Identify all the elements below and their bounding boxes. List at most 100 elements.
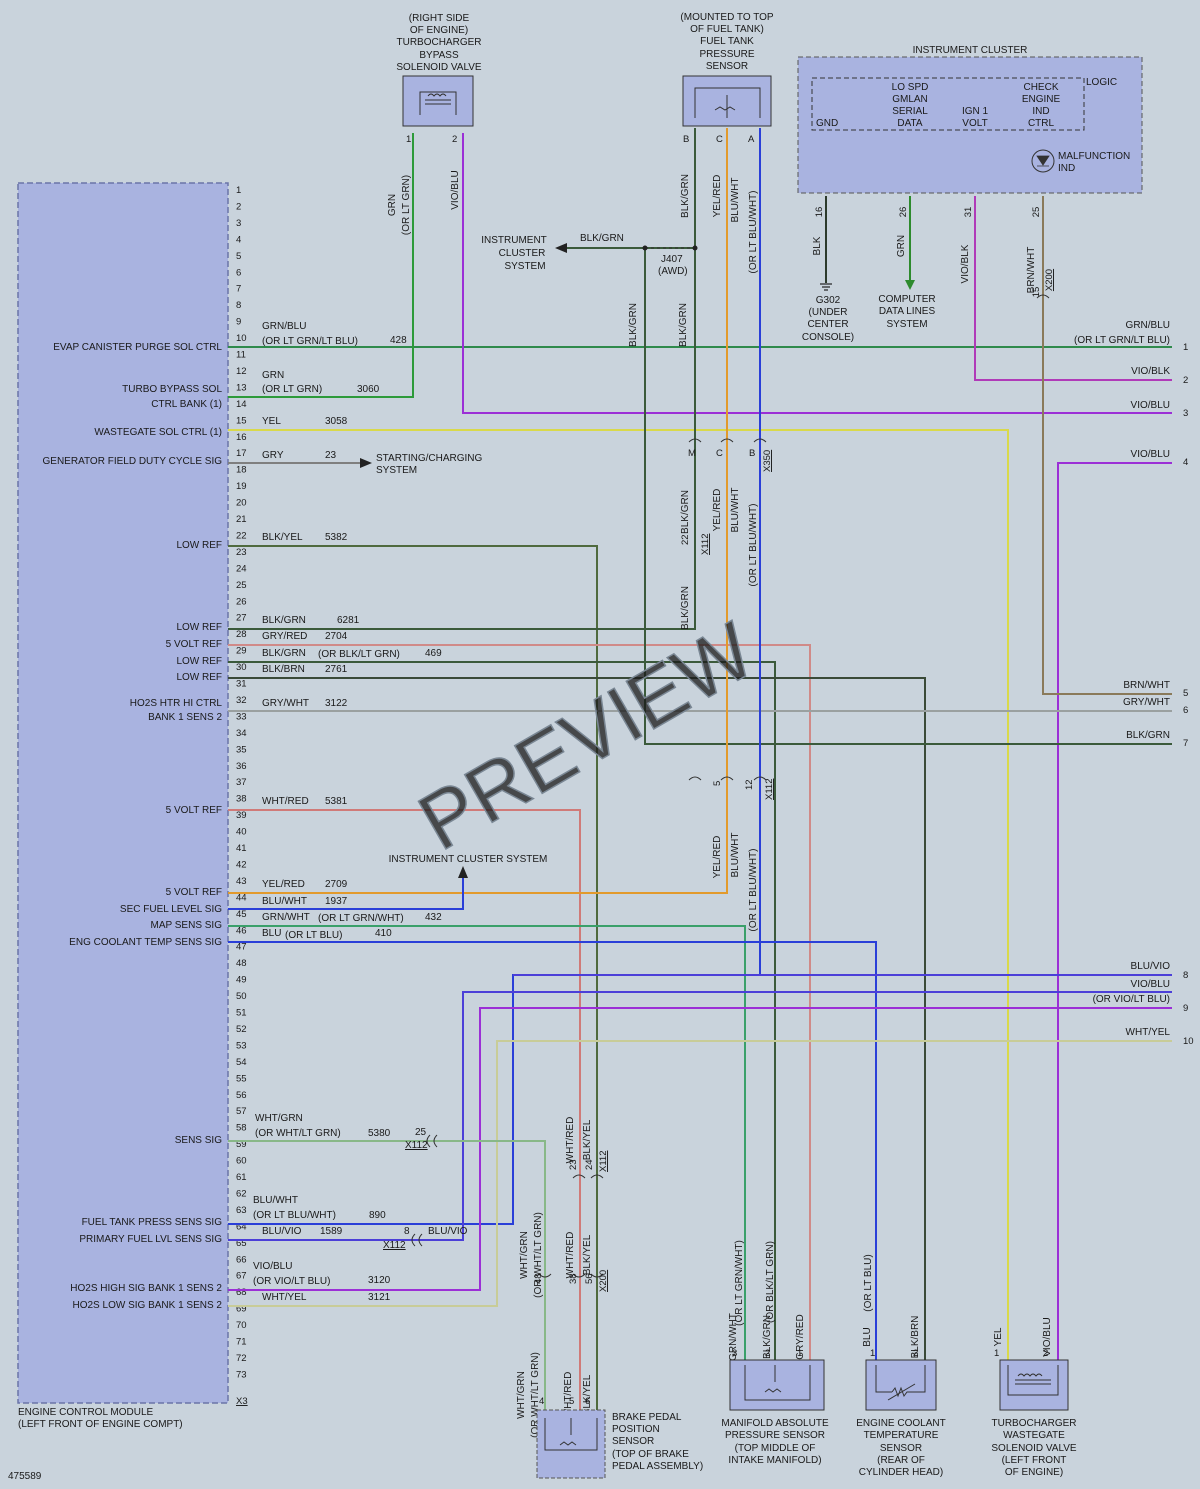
wire-blu-wht-1937[interactable] <box>228 872 464 910</box>
x112-pin-12: 12 <box>744 779 755 790</box>
ecm-pin-38: 38 <box>236 794 247 805</box>
wl-32: GRY/WHT <box>262 698 309 709</box>
wire-blu-410[interactable] <box>228 941 877 1360</box>
wl-58b: (OR WHT/LT GRN) <box>255 1128 341 1139</box>
wl-46: BLU <box>262 928 281 939</box>
wire-blu-vio-1589[interactable] <box>228 991 1172 1241</box>
rl-3: VIO/BLU <box>1131 400 1170 411</box>
wire-yel-3058[interactable] <box>228 429 1009 1360</box>
ecm-label-low-ref-29: LOW REF <box>176 656 222 667</box>
turbo-bypass-solenoid[interactable] <box>402 75 474 127</box>
ecm-pin-1: 1 <box>236 185 241 196</box>
fuel-tank-label-2: OF FUEL TANK) <box>690 24 764 35</box>
bypass-label-2: OF ENGINE) <box>410 25 468 36</box>
wl-68: WHT/YEL <box>262 1292 307 1303</box>
brake-label-2: POSITION <box>612 1424 660 1435</box>
vlabel-v_x350_bw1: BLU/WHT <box>730 488 741 533</box>
wire-wht-grn-5380[interactable] <box>228 1140 546 1410</box>
wl-c28: 2704 <box>325 631 348 642</box>
wastegate-solenoid[interactable] <box>999 1359 1069 1411</box>
wire-vio-blk-right-2[interactable] <box>974 196 1172 381</box>
wastegate-label-3: SOLENOID VALVE <box>991 1443 1077 1454</box>
arrow-ic-system-icon <box>555 243 567 253</box>
ecm-pin-63: 63 <box>236 1205 247 1216</box>
vlabel-v_wg3: WHT/GRN <box>516 1371 527 1419</box>
x200-label-lower: X200 <box>598 1270 609 1292</box>
wire-vio-blu-wastegate[interactable] <box>1057 462 1172 1360</box>
rl-2: VIO/BLK <box>1131 366 1170 377</box>
bypass-label-1: (RIGHT SIDE <box>409 13 470 24</box>
wire-gry-red-2704[interactable] <box>228 644 811 1360</box>
wire-blk-grn-right-7[interactable] <box>644 248 1172 745</box>
wl-28: GRY/RED <box>262 631 307 642</box>
x200-pin-15: 15 <box>1031 287 1042 298</box>
vlabel-v_bkb: BLK/BRN <box>910 1316 921 1359</box>
wl-c67: 3120 <box>368 1275 391 1286</box>
x350-label: X350 <box>762 450 773 472</box>
splice-dot <box>692 245 698 251</box>
rl-5: BRN/WHT <box>1123 680 1170 691</box>
connector-marks <box>411 294 1050 1278</box>
ecm-pin-52: 52 <box>236 1024 247 1035</box>
wire-vio-blu-3120[interactable] <box>228 1007 1172 1291</box>
wire-blk-yel-5382[interactable] <box>228 545 598 1410</box>
ect-sensor[interactable] <box>865 1359 937 1411</box>
cluster-malf-2: IND <box>1058 163 1075 174</box>
vlabel-v_wr2: WHT/RED <box>565 1232 576 1279</box>
ecm-pin-27: 27 <box>236 613 247 624</box>
ecm-pin-47: 47 <box>236 942 247 953</box>
ecm-pin-23: 23 <box>236 547 247 558</box>
wl-c29: 469 <box>425 648 442 659</box>
map-sensor[interactable] <box>729 1359 825 1411</box>
wl-c32: 3122 <box>325 698 348 709</box>
wire-blk-grn-6281[interactable] <box>228 128 696 630</box>
wire-grn-wht-432[interactable] <box>228 925 746 1360</box>
fuel-tank-pressure-sensor[interactable] <box>682 75 772 127</box>
rl-9b: (OR VIO/LT BLU) <box>1093 994 1170 1005</box>
brake-pedal-sensor[interactable] <box>536 1409 606 1479</box>
sensor-pin: 2 <box>765 1348 770 1359</box>
vlabel-v_bw3a: BLU/WHT <box>730 833 741 878</box>
wl-x58: X112 <box>405 1140 428 1151</box>
x112-pin-5: 5 <box>712 781 723 786</box>
wl-c63: 890 <box>369 1210 386 1221</box>
ecm-pin-21: 21 <box>236 514 247 525</box>
wl-64: BLU/VIO <box>262 1226 302 1237</box>
ect-label-2: TEMPERATURE <box>864 1430 939 1441</box>
sensor-pin: 1 <box>797 1348 802 1359</box>
ecm-label-wastegate: WASTEGATE SOL CTRL (1) <box>94 427 222 438</box>
cluster-pin-26: 26 <box>898 207 909 218</box>
wire-wht-yel-3121[interactable] <box>228 1040 1172 1307</box>
ecm-label-low-ref-27: LOW REF <box>176 622 222 633</box>
ecm-label-low-ref-30: LOW REF <box>176 672 222 683</box>
ecm-box[interactable] <box>17 182 229 1404</box>
wl-c38: 5381 <box>325 796 348 807</box>
ecm-title: ENGINE CONTROL MODULE <box>18 1407 154 1418</box>
ecm-pin-16: 16 <box>236 432 247 443</box>
instrument-cluster[interactable] <box>797 56 1143 194</box>
wire-grn-3060[interactable] <box>228 133 414 398</box>
wire-yel-red-2709[interactable] <box>228 128 728 894</box>
wastegate-label-1: TURBOCHARGER <box>991 1418 1076 1429</box>
vlabel-v_brnw: BRN/WHT <box>1026 247 1037 294</box>
wl-29: BLK/GRN <box>262 648 306 659</box>
wl-15: YEL <box>262 416 281 427</box>
fuel-tank-pin-a: A <box>748 134 755 145</box>
x200-pin-38: 38 <box>568 1273 579 1284</box>
map-label-3: (TOP MIDDLE OF <box>735 1443 816 1454</box>
vlabel-v_wg4: (OR WHT/LT GRN) <box>530 1352 541 1438</box>
wire-brn-wht-right-5[interactable] <box>1042 196 1172 695</box>
vlabel-v_bg2: BLK/GRN <box>678 303 689 347</box>
wire-blk-brn-2761[interactable] <box>228 677 926 1360</box>
wire-blk-grn-469[interactable] <box>228 661 776 1360</box>
j407-label: J407 <box>661 254 683 265</box>
vlabel-v_bw3b: (OR LT BLU/WHT) <box>748 849 759 932</box>
cluster-ign-1: IGN 1 <box>962 106 989 117</box>
ect-label-1: ENGINE COOLANT <box>856 1418 945 1429</box>
x112-label-lower: X112 <box>598 1151 609 1172</box>
rl-10: WHT/YEL <box>1126 1027 1171 1038</box>
wire-wht-red-5381[interactable] <box>228 809 581 1410</box>
vlabel-v_bg3: BLK/GRN <box>680 586 691 630</box>
wire-vio-blu-right-3[interactable] <box>462 133 1172 414</box>
x350-pin-b: B <box>749 448 755 459</box>
